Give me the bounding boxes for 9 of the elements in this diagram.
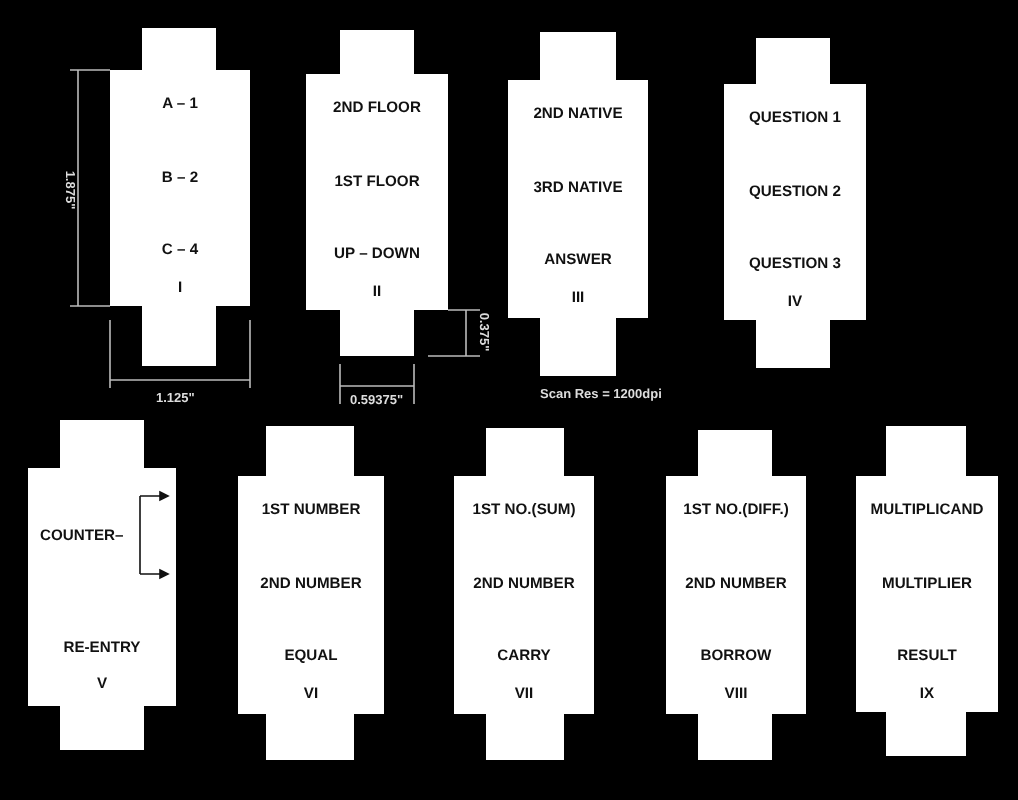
tabbed-card — [306, 30, 448, 356]
tabbed-card — [508, 32, 648, 376]
tabbed-card — [856, 426, 998, 756]
tabbed-card — [110, 28, 250, 366]
tabbed-card — [724, 38, 866, 368]
tabbed-card — [238, 426, 384, 760]
tabbed-card — [666, 430, 806, 760]
tabbed-card — [28, 420, 176, 750]
tabbed-card — [454, 428, 594, 760]
